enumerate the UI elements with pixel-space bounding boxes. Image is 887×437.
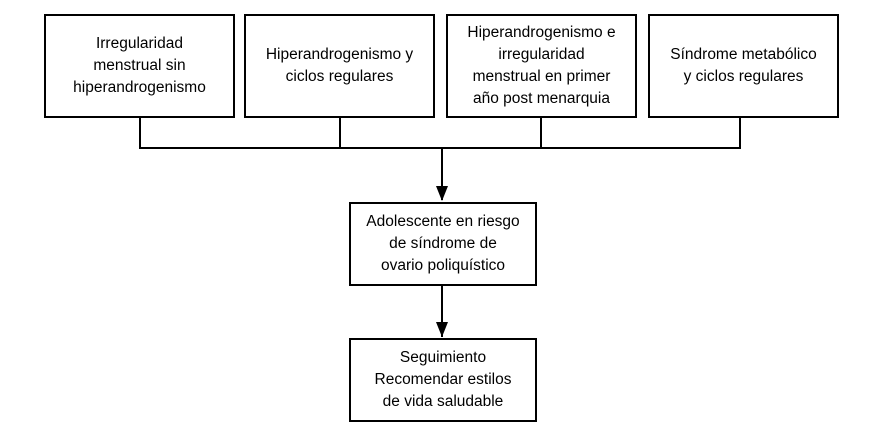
criterion-text-1: Irregularidad menstrual sin hiperandroge…: [73, 35, 206, 96]
criterion-box-1: Irregularidad menstrual sin hiperandroge…: [44, 14, 235, 118]
criterion-box-3: Hiperandrogenismo e irregularidad menstr…: [446, 14, 637, 118]
arrowhead-risk: [436, 186, 448, 201]
criterion-text-2: Hiperandrogenismo y ciclos regulares: [265, 46, 414, 85]
risk-box: Adolescente en riesgo de síndrome de ova…: [349, 202, 537, 286]
criterion-box-2: Hiperandrogenismo y ciclos regulares: [244, 14, 435, 118]
outcome-text: Seguimiento Recomendar estilos de vida s…: [374, 349, 512, 410]
arrowhead-outcome: [436, 322, 448, 337]
criterion-text-4: Síndrome metabólico y ciclos regulares: [670, 46, 817, 85]
criterion-text-3: Hiperandrogenismo e irregularidad menstr…: [467, 24, 616, 107]
outcome-box: Seguimiento Recomendar estilos de vida s…: [349, 338, 537, 422]
risk-text: Adolescente en riesgo de síndrome de ova…: [366, 213, 520, 274]
criterion-box-4: Síndrome metabólico y ciclos regulares: [648, 14, 839, 118]
